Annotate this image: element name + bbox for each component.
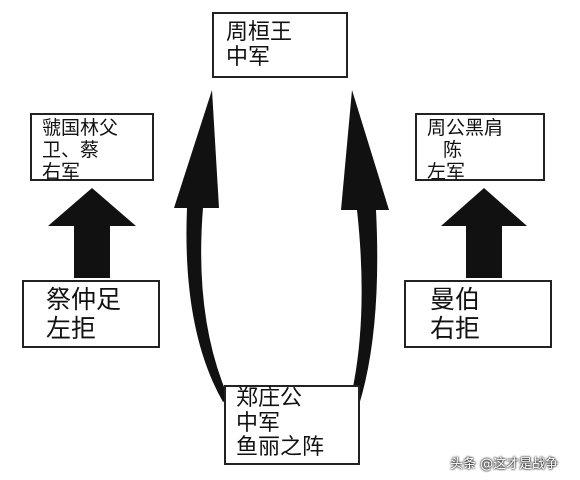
bottom-right-box-line-1: 曼伯	[430, 285, 481, 314]
left-box-line-2: 卫、蔡	[42, 138, 100, 161]
right-box-left-army: 周公黑肩 陈 左军	[415, 113, 545, 183]
bottom-box-line-2: 中军	[236, 410, 281, 436]
bottom-right-box-right-flank: 曼伯 右拒	[404, 280, 552, 348]
top-box-line-1: 周桓王	[226, 20, 293, 45]
bottom-box-line-1: 郑庄公	[236, 386, 303, 411]
bottom-left-box-line-1: 祭仲足	[46, 285, 122, 314]
right-box-line-1: 周公黑肩	[427, 117, 504, 139]
bottom-box-line-3: 鱼丽之阵	[236, 435, 325, 461]
bottom-left-box-left-flank: 祭仲足 左拒	[22, 280, 160, 348]
left-box-line-3: 右军	[42, 160, 81, 183]
watermark-text: 头条 @这才是战争	[450, 457, 559, 472]
arrow-up-right	[441, 188, 527, 278]
right-box-line-3: 左军	[427, 160, 466, 183]
arrow-curve-left	[174, 90, 229, 402]
top-box-zhou-central-army: 周桓王 中军	[212, 12, 348, 78]
arrow-up-left	[48, 188, 136, 278]
bottom-box-zheng-central-army: 郑庄公 中军 鱼丽之阵	[224, 385, 360, 465]
left-box-right-army: 虢国林父 卫、蔡 右军	[30, 113, 154, 183]
bottom-right-box-line-2: 右拒	[430, 313, 481, 343]
right-box-line-2: 陈	[443, 138, 463, 161]
top-box-line-2: 中军	[226, 45, 271, 71]
left-box-line-1: 虢国林父	[42, 117, 119, 139]
bottom-left-box-line-2: 左拒	[46, 313, 97, 343]
arrow-curve-right	[341, 90, 389, 405]
